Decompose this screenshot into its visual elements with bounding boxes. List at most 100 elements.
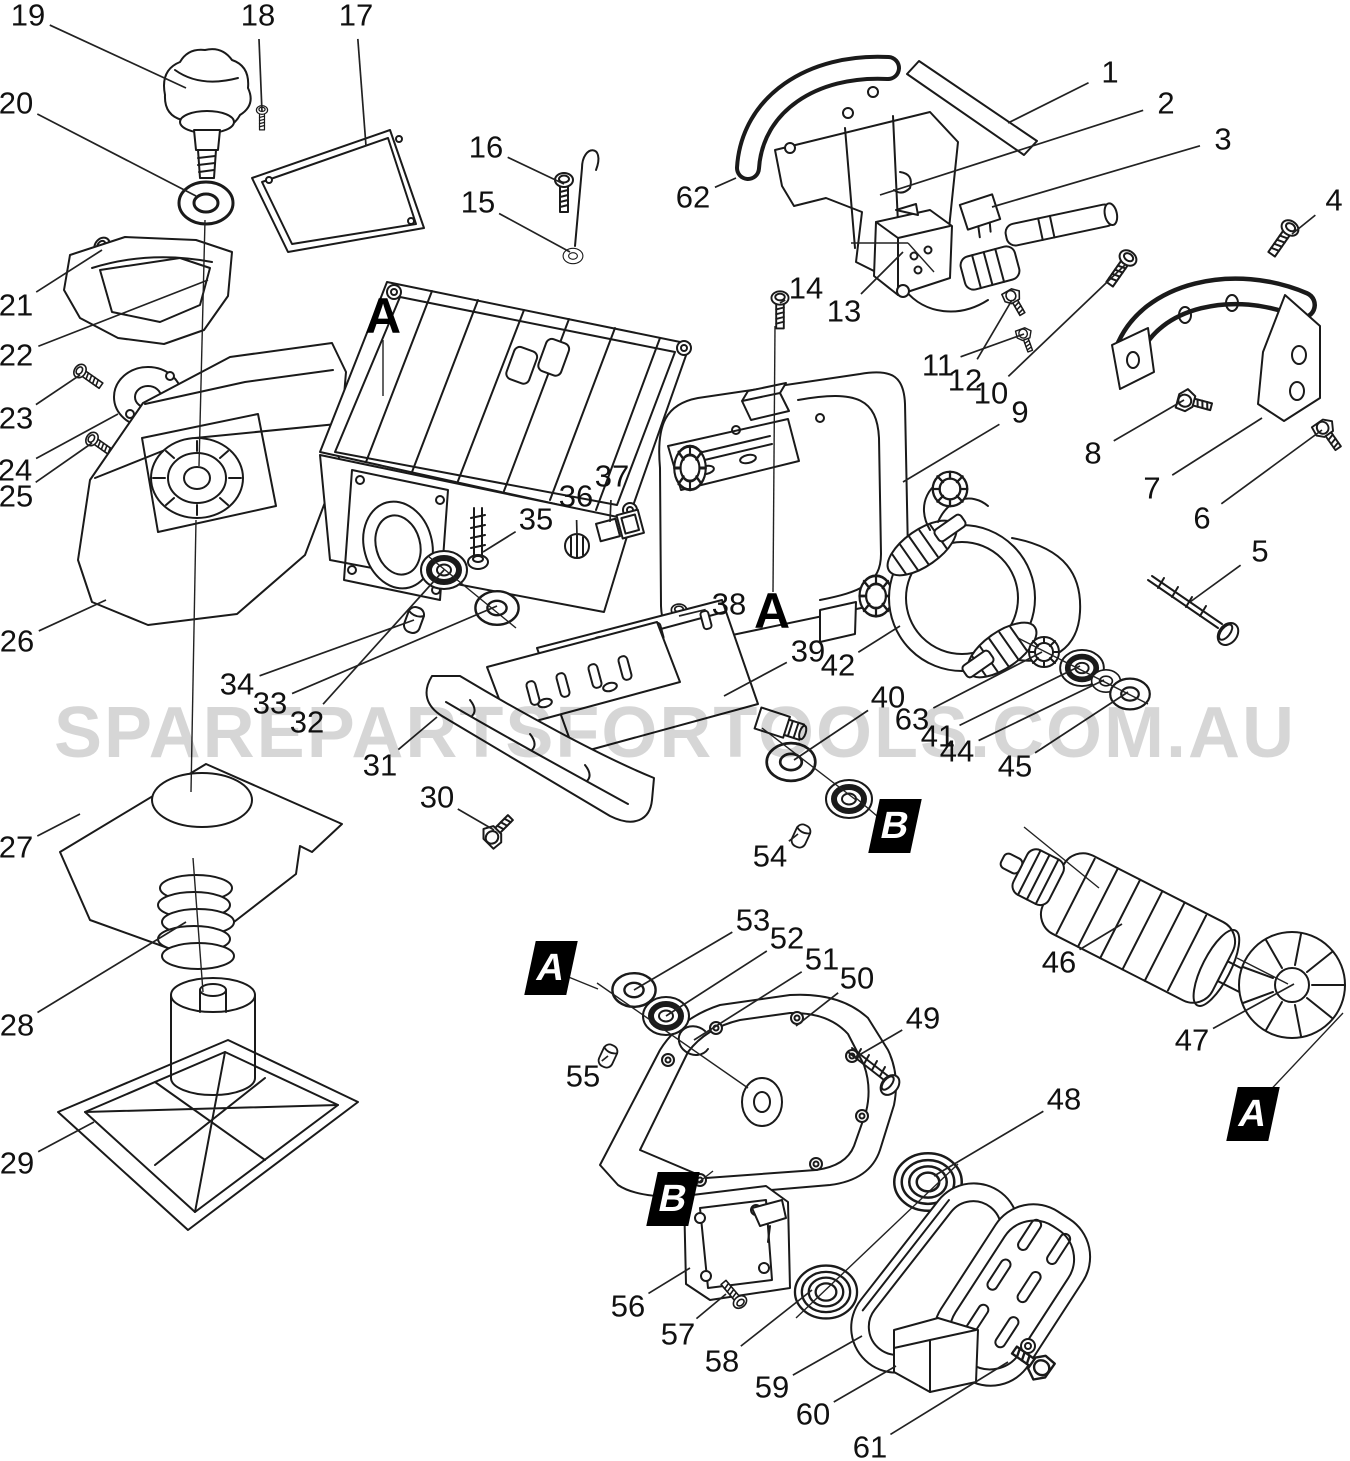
leader-line bbox=[1189, 564, 1242, 603]
part-label-35: 35 bbox=[518, 501, 554, 537]
part-label-20: 20 bbox=[0, 85, 34, 121]
adjuster-foot-art bbox=[57, 977, 359, 1231]
leader-line bbox=[889, 1361, 1009, 1436]
part-label-54: 54 bbox=[752, 838, 788, 874]
leader-line bbox=[933, 1110, 1044, 1177]
part-label-48: 48 bbox=[1046, 1081, 1082, 1117]
leader-line bbox=[35, 442, 93, 483]
leader-line bbox=[960, 333, 1025, 358]
leader-line bbox=[198, 219, 206, 467]
screw-35-art bbox=[467, 507, 489, 570]
part-label-13: 13 bbox=[826, 293, 862, 329]
view-badge-letter: B bbox=[876, 805, 914, 847]
leader-line bbox=[482, 530, 517, 553]
part-label-34: 34 bbox=[219, 666, 255, 702]
view-badge-letter: A bbox=[1234, 1093, 1272, 1135]
leader-line bbox=[855, 797, 878, 817]
part-label-18: 18 bbox=[240, 0, 276, 33]
leader-line bbox=[860, 251, 904, 295]
part-label-26: 26 bbox=[0, 623, 35, 659]
part-label-10: 10 bbox=[973, 375, 1009, 411]
part-label-61: 61 bbox=[852, 1429, 888, 1461]
leader-line bbox=[498, 212, 571, 253]
leader-line bbox=[258, 38, 263, 113]
rod-bar-art bbox=[906, 60, 1038, 156]
part-label-58: 58 bbox=[704, 1343, 740, 1379]
part-label-42: 42 bbox=[820, 647, 856, 683]
leader-line bbox=[35, 249, 103, 293]
part-label-15: 15 bbox=[460, 184, 496, 220]
section-letter-a-1: A bbox=[753, 583, 791, 639]
tube-art bbox=[1004, 202, 1119, 247]
leader-line bbox=[976, 299, 1013, 360]
part-label-24: 24 bbox=[0, 452, 33, 488]
leader-line bbox=[37, 1121, 95, 1153]
part-label-3: 3 bbox=[1214, 121, 1232, 157]
part-label-63: 63 bbox=[894, 701, 930, 737]
leader-line bbox=[1017, 637, 1149, 705]
chip-cover-art bbox=[63, 236, 233, 345]
leader-line bbox=[38, 279, 209, 348]
leader-line bbox=[991, 144, 1201, 208]
leader-line bbox=[907, 242, 935, 273]
leader-line bbox=[356, 38, 367, 147]
leader-line bbox=[507, 156, 565, 185]
part-label-33: 33 bbox=[252, 685, 288, 721]
leader-line bbox=[190, 519, 197, 793]
leader-line bbox=[596, 982, 749, 1089]
part-label-60: 60 bbox=[795, 1396, 831, 1432]
leader-line bbox=[792, 1335, 863, 1376]
star-knob-art bbox=[163, 48, 252, 179]
part-label-12: 12 bbox=[947, 362, 983, 398]
part-label-50: 50 bbox=[839, 960, 875, 996]
leader-line bbox=[795, 992, 839, 1027]
leader-line bbox=[601, 1055, 609, 1062]
leader-line bbox=[648, 1267, 691, 1295]
leader-line bbox=[1023, 826, 1100, 889]
leader-line bbox=[1113, 399, 1185, 442]
leader-line bbox=[609, 499, 612, 523]
belt-art bbox=[850, 1182, 1020, 1374]
part-label-9: 9 bbox=[1011, 394, 1029, 430]
leader-line bbox=[879, 109, 1144, 196]
part-label-40: 40 bbox=[870, 679, 906, 715]
part-label-23: 23 bbox=[0, 400, 34, 436]
main-housing-art bbox=[77, 342, 347, 626]
leader-line bbox=[1261, 1012, 1344, 1100]
leader-line bbox=[1291, 214, 1316, 235]
leader-line bbox=[833, 1365, 897, 1403]
part-label-62: 62 bbox=[675, 179, 711, 215]
part-label-41: 41 bbox=[920, 718, 956, 754]
leader-line bbox=[427, 555, 517, 629]
capacitor-art bbox=[958, 193, 1002, 239]
leader-line bbox=[49, 24, 187, 89]
leader-line bbox=[1079, 923, 1123, 951]
leader-line bbox=[397, 716, 438, 751]
part-label-11: 11 bbox=[921, 347, 955, 383]
leader-line bbox=[772, 325, 776, 593]
part-label-52: 52 bbox=[769, 920, 805, 956]
part-label-31: 31 bbox=[362, 747, 398, 783]
part-label-49: 49 bbox=[905, 1000, 941, 1036]
part-label-22: 22 bbox=[0, 337, 34, 373]
leader-line bbox=[37, 921, 187, 1014]
leader-line bbox=[259, 619, 415, 677]
motor-housing-art bbox=[658, 371, 910, 643]
leader-line bbox=[857, 625, 901, 653]
leader-line bbox=[1007, 263, 1127, 378]
part-label-53: 53 bbox=[735, 902, 771, 938]
part-label-17: 17 bbox=[338, 0, 374, 33]
cover-plate-art bbox=[251, 129, 425, 253]
part-label-4: 4 bbox=[1325, 182, 1343, 218]
leader-line bbox=[1236, 957, 1289, 985]
leader-line bbox=[633, 931, 733, 991]
part-label-5: 5 bbox=[1251, 533, 1269, 569]
leader-line bbox=[695, 1293, 727, 1320]
part-label-32: 32 bbox=[289, 704, 325, 740]
spring-art bbox=[157, 874, 235, 970]
leader-line bbox=[793, 709, 869, 761]
leader-line bbox=[38, 599, 107, 632]
cord-wire-art bbox=[904, 289, 989, 313]
